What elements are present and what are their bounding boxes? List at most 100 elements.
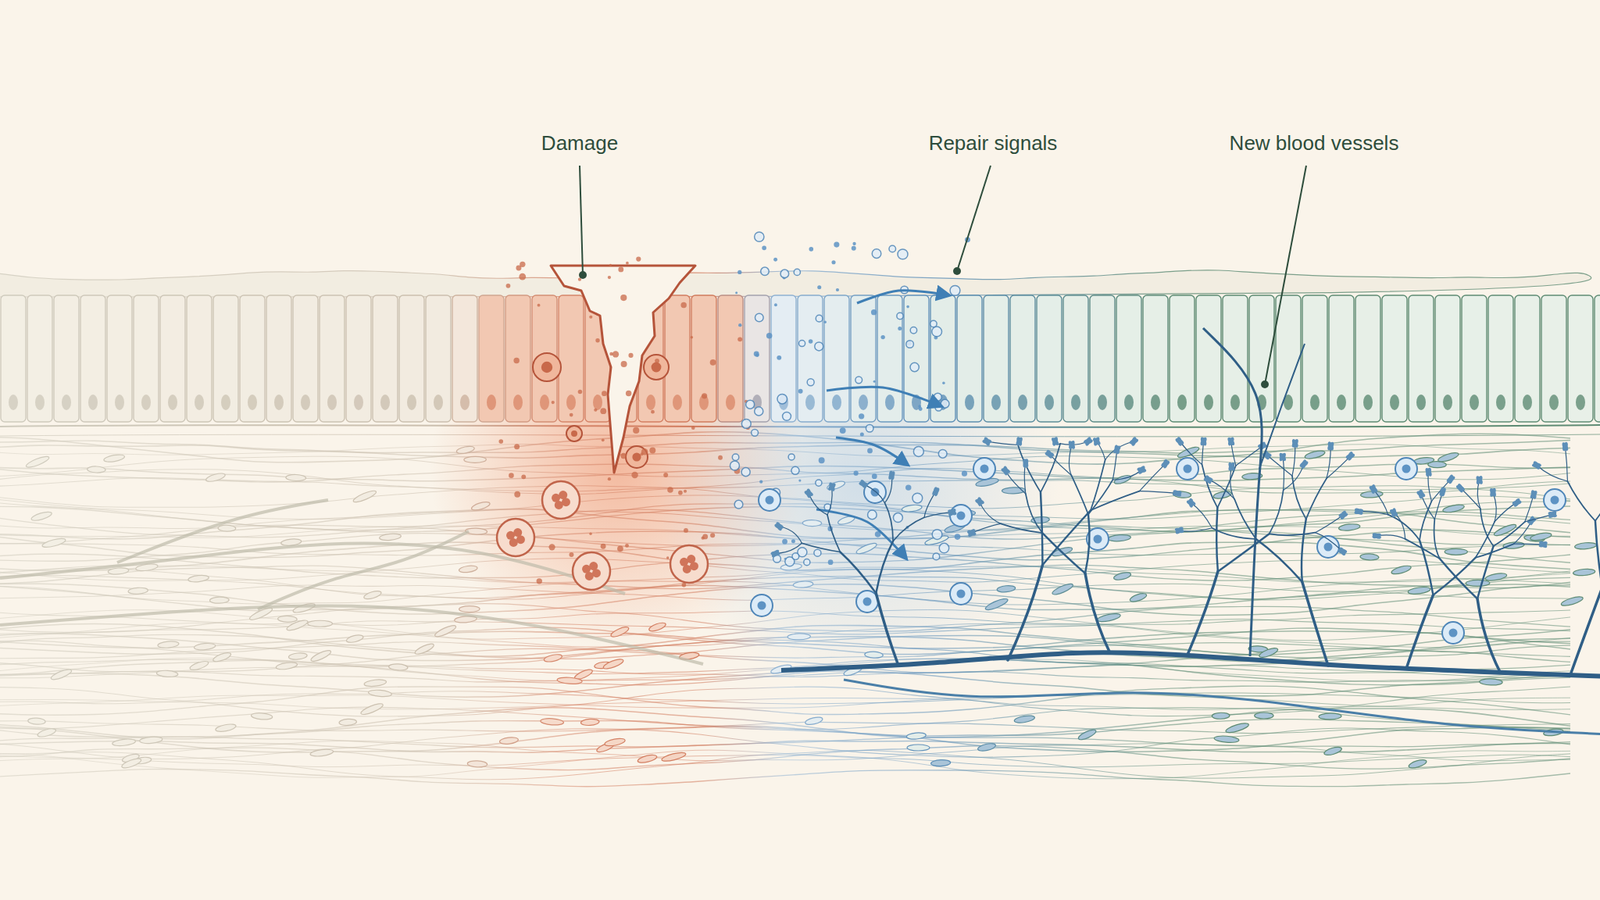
epithelial-cell (1302, 295, 1328, 422)
debris (506, 283, 511, 289)
vessel-tip (1051, 435, 1060, 447)
nucleus (141, 394, 151, 411)
debris (620, 294, 627, 301)
nucleus (632, 452, 641, 461)
spindle-cell (1107, 534, 1132, 543)
nucleus (1416, 394, 1426, 411)
nucleus (1183, 464, 1193, 474)
fibre (0, 754, 1571, 768)
signal-molecule (773, 257, 778, 262)
signal-molecule (814, 549, 822, 557)
debris (601, 438, 605, 442)
spindle-cell (1574, 542, 1597, 550)
vessel (1071, 475, 1089, 515)
vessel (775, 542, 803, 554)
vessel-tip (1353, 507, 1365, 517)
signal-molecule (950, 285, 961, 296)
epithelial-cell (691, 295, 717, 422)
spindle-cell (128, 587, 149, 596)
epithelial-cell (1142, 295, 1168, 422)
epithelial-cell (1355, 295, 1381, 422)
debris (600, 543, 607, 550)
vessel-tip (1326, 440, 1336, 451)
spindle-cell (456, 445, 475, 455)
epithelial-cell (160, 295, 186, 422)
nucleus (1442, 394, 1453, 411)
signal-molecule (913, 446, 924, 457)
spindle-cell (363, 589, 383, 601)
signal-molecule (803, 559, 811, 566)
vessel (1230, 466, 1235, 500)
fibre (0, 740, 1571, 761)
vessel (1269, 489, 1284, 534)
signal-molecule (892, 513, 903, 523)
vessel-tip (1174, 525, 1185, 536)
vessel (892, 517, 925, 541)
signal-molecule (939, 542, 949, 553)
damaged-cell (532, 353, 561, 382)
debris (683, 528, 689, 533)
debris (612, 350, 619, 358)
immune-cell (572, 552, 611, 590)
vessel-tip (1226, 435, 1236, 447)
vessel (1434, 491, 1443, 519)
debris (513, 357, 519, 364)
nucleus (805, 394, 815, 411)
nucleus (194, 394, 204, 411)
vessel (1514, 543, 1543, 546)
vessel (1234, 499, 1257, 540)
vessel-tip (1092, 435, 1101, 447)
vessel (1564, 446, 1568, 482)
spindle-cell (250, 712, 273, 721)
vessel (1493, 521, 1525, 547)
signal-molecule (791, 539, 796, 543)
nucleus (541, 361, 553, 373)
debris (635, 256, 641, 261)
signal-molecule (808, 339, 814, 344)
nucleus (1230, 394, 1240, 411)
leader-line (957, 165, 991, 272)
spindle-cell (557, 676, 583, 685)
spindle-cell (543, 653, 564, 664)
vessel (1301, 518, 1307, 583)
vessel-tip (1489, 487, 1498, 498)
signal-molecule (741, 419, 751, 429)
debris (600, 407, 607, 415)
vessel (979, 501, 1001, 524)
debris (625, 390, 632, 397)
fibre (0, 508, 1571, 540)
signal-molecule (798, 479, 801, 483)
signal-molecule (729, 460, 740, 471)
vessel (1088, 479, 1113, 515)
vessel (863, 484, 885, 504)
callout-label: Damage (538, 131, 622, 156)
nucleus (407, 394, 417, 411)
vessel-tip (859, 478, 868, 490)
vessel (1570, 587, 1600, 675)
epithelial-cell (478, 295, 504, 422)
vessel-tip (1111, 444, 1122, 455)
vessel (1480, 508, 1494, 547)
repair-cell (950, 504, 972, 527)
signal-molecule (774, 303, 778, 307)
vessel-tip (1438, 486, 1448, 497)
nucleus (61, 394, 72, 411)
spindle-cell (121, 757, 143, 771)
vessel (1421, 493, 1436, 519)
debris (568, 552, 574, 558)
signal-molecule (782, 411, 792, 421)
vessel (1388, 514, 1420, 541)
fibre (0, 610, 1571, 625)
nucleus (1324, 542, 1333, 552)
vessel (1269, 532, 1316, 536)
epithelial-cell (1116, 295, 1142, 422)
nucleus (247, 394, 258, 411)
spindle-cell (996, 585, 1016, 593)
debris (640, 452, 644, 456)
debris (548, 543, 555, 550)
nucleus (1203, 394, 1214, 411)
vessel-tip (1547, 510, 1558, 520)
nucleus (832, 394, 842, 411)
spindle-cell (30, 510, 53, 522)
debris (701, 392, 708, 399)
